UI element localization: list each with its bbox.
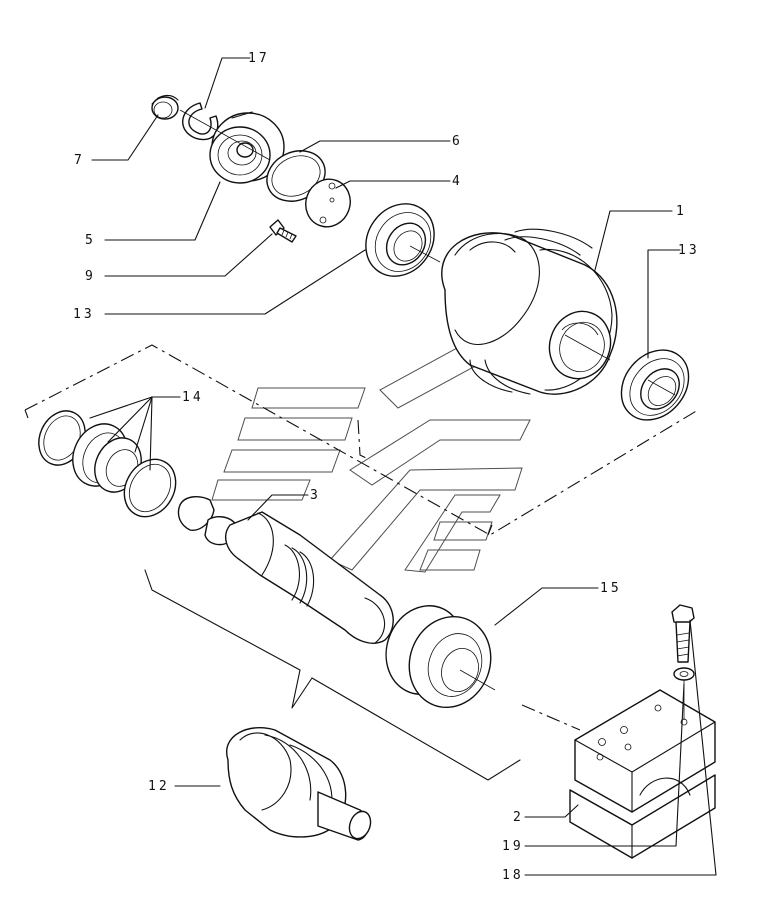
callout-2: 2	[513, 810, 524, 825]
callout-4: 4	[452, 174, 463, 189]
callout-17: 17	[248, 51, 270, 66]
part-14-seal-set	[38, 410, 177, 518]
part-13-bearing-right	[620, 349, 690, 421]
part-7-cap	[151, 94, 179, 120]
callout-9: 9	[85, 269, 96, 284]
assembly-bracket	[144, 569, 521, 781]
callout-6: 6	[452, 134, 463, 149]
part-5-collar	[209, 111, 285, 184]
callout-12: 12	[148, 779, 170, 794]
part-12-roller-assembly	[226, 726, 372, 841]
callout-7: 7	[74, 153, 85, 168]
part-15-collar	[385, 605, 492, 709]
callout-labels: 17 7 6 4 5 9 13 1 13 14 3 15 12 2 19 18	[73, 51, 700, 883]
leader-lines	[89, 57, 717, 876]
part-17-snap-ring	[182, 102, 219, 141]
callout-3: 3	[310, 488, 321, 503]
part-4-plate	[305, 178, 351, 228]
part-13-bearing-left	[365, 203, 435, 277]
callout-14: 14	[182, 390, 204, 405]
center-lines	[179, 109, 685, 720]
callout-5: 5	[85, 233, 96, 248]
part-2-clamp-block	[569, 689, 716, 859]
part-18-bolt	[671, 604, 695, 663]
part-1-roller	[441, 228, 618, 395]
callout-13-right: 13	[678, 243, 700, 258]
assembly-boundary-lines	[24, 344, 699, 731]
part-19-washer	[673, 667, 695, 681]
callout-13-upper: 13	[73, 307, 95, 322]
part-9-screw	[269, 219, 297, 243]
callout-18: 18	[502, 868, 524, 883]
part-3-shaft	[224, 511, 394, 644]
callout-15: 15	[600, 581, 622, 596]
callout-1: 1	[676, 204, 687, 219]
callout-19: 19	[502, 839, 524, 854]
